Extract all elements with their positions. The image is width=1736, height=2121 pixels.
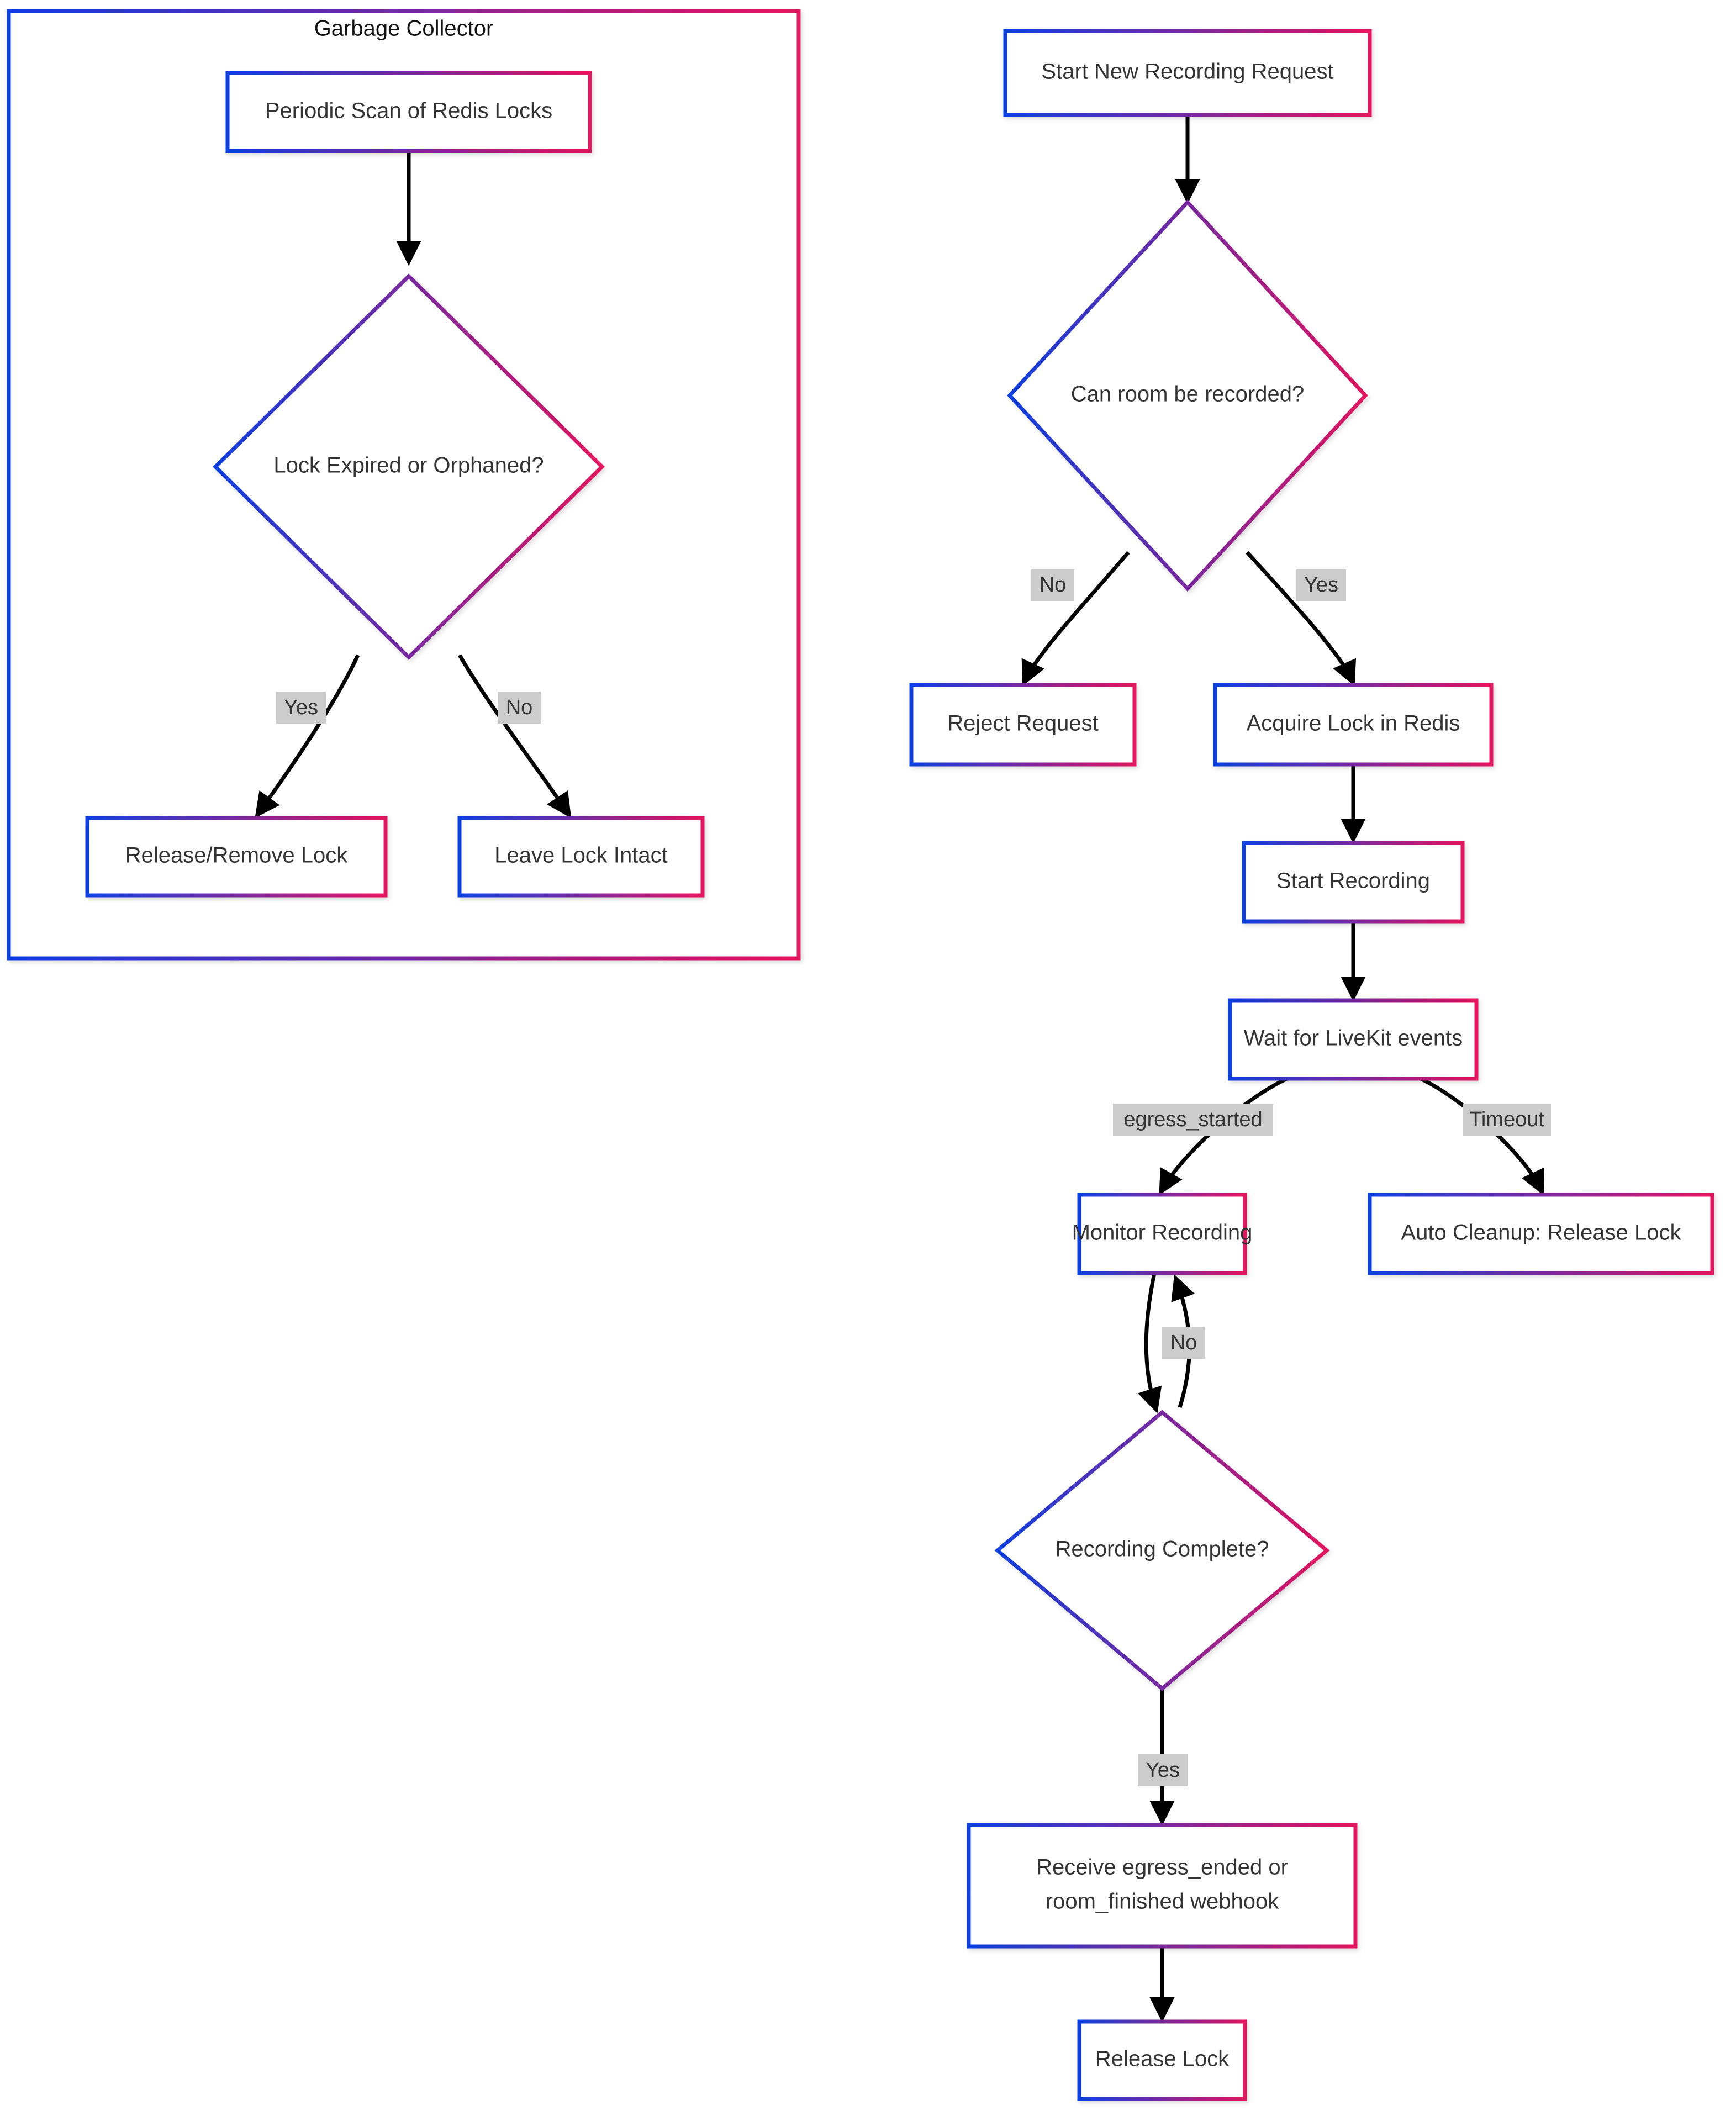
edge-label-background [1162, 1327, 1205, 1359]
edge-label-background [498, 692, 541, 724]
edge-label-lbl_no: No [1031, 569, 1074, 601]
edge-label-text: Yes [1146, 1759, 1180, 1782]
node-shape-rect [225, 71, 592, 153]
edge-canrec-to-reject [1021, 551, 1130, 687]
edge-canrec-to-acquire [1246, 551, 1356, 687]
node-gc_leave[interactable]: Leave Lock Intact [457, 816, 705, 898]
node-label: Monitor Recording [1072, 1221, 1253, 1245]
node-shape-rect [1213, 683, 1494, 767]
node-label: Recording Complete? [1056, 1537, 1269, 1561]
node-label: Start Recording [1276, 869, 1430, 893]
node-shape-rect [1077, 1193, 1247, 1275]
edge-label-lbl_yes: Yes [1296, 569, 1346, 601]
node-label: Auto Cleanup: Release Lock [1401, 1221, 1682, 1245]
edge-label-background [1031, 569, 1074, 601]
edge-label-text: egress_started [1123, 1108, 1262, 1131]
node-canrec[interactable]: Can room be recorded? [1007, 199, 1368, 592]
edge-label-text: No [1040, 573, 1067, 597]
node-label: Release/Remove Lock [125, 843, 348, 868]
node-cleanup[interactable]: Auto Cleanup: Release Lock [1368, 1193, 1714, 1275]
edge-label-background [1463, 1104, 1551, 1136]
edge-label-lbl_egress: egress_started [1113, 1104, 1273, 1136]
node-shape-rect [1077, 2019, 1247, 2101]
node-webhook[interactable]: Receive egress_ended or room_finished web… [967, 1823, 1358, 1949]
node-shape-rect [909, 683, 1137, 767]
edge-layer [255, 115, 1545, 2023]
node-label: Leave Lock Intact [494, 843, 668, 868]
edge-label-text: No [1170, 1331, 1197, 1354]
node-label: Wait for LiveKit events [1244, 1026, 1463, 1051]
node-acquire[interactable]: Acquire Lock in Redis [1213, 683, 1494, 767]
node-label: Start New Recording Request [1041, 60, 1333, 84]
edge-label-background [1113, 1104, 1273, 1136]
edge-label-text: Timeout [1469, 1108, 1544, 1131]
node-label: Lock Expired or Orphaned? [273, 453, 544, 478]
node-shape-rect [967, 1823, 1358, 1949]
node-shape-diamond [213, 273, 605, 660]
edge-label-background [276, 692, 326, 724]
node-label: Acquire Lock in Redis [1247, 711, 1460, 736]
node-relock[interactable]: Release Lock [1077, 2019, 1247, 2101]
node-shape-rect [1368, 1193, 1714, 1275]
edge-label-lbl_cm_yes: Yes [1138, 1754, 1188, 1786]
node-shape-rect [85, 816, 388, 898]
node-monitor[interactable]: Monitor Recording [1072, 1193, 1253, 1275]
node-gc_scan[interactable]: Periodic Scan of Redis Locks [225, 71, 592, 153]
edge-monitor-to-complete [1137, 1273, 1162, 1413]
edge-gc_expired-to-gc_release [255, 654, 360, 819]
node-label: Receive egress_ended or [1036, 1855, 1288, 1880]
node-label: Periodic Scan of Redis Locks [265, 99, 552, 123]
edge-label-lbl_gc_yes: Yes [276, 692, 326, 724]
node-startrec[interactable]: Start Recording [1242, 841, 1465, 924]
node-label: Can room be recorded? [1071, 382, 1304, 407]
node-reject[interactable]: Reject Request [909, 683, 1137, 767]
node-shape-diamond [1007, 199, 1368, 592]
edge-label-lbl_loop_no: No [1162, 1327, 1205, 1359]
node-shape-diamond [994, 1410, 1330, 1691]
node-shape-rect [1242, 841, 1465, 924]
edge-label-lbl_timeout: Timeout [1463, 1104, 1551, 1136]
node-gc_release[interactable]: Release/Remove Lock [85, 816, 388, 898]
edge-label-text: Yes [284, 696, 318, 719]
node-wait[interactable]: Wait for LiveKit events [1228, 998, 1479, 1081]
node-label: Release Lock [1095, 2047, 1230, 2071]
node-label: room_finished webhook [1046, 1890, 1279, 1914]
node-shape-rect [457, 816, 705, 898]
node-label: Reject Request [947, 711, 1098, 736]
edge-label-background [1138, 1754, 1188, 1786]
edge-label-text: Yes [1304, 573, 1338, 597]
edge-gc_expired-to-gc_leave [457, 654, 572, 819]
edge-label-lbl_gc_no: No [498, 692, 541, 724]
node-gc_expired[interactable]: Lock Expired or Orphaned? [213, 273, 605, 660]
edge-label-background [1296, 569, 1346, 601]
cluster-title-label: Garbage Collector [314, 17, 494, 41]
node-shape-rect [1003, 29, 1372, 117]
node-shape-rect [1228, 998, 1479, 1081]
node-complete[interactable]: Recording Complete? [994, 1410, 1330, 1691]
edge-label-text: No [506, 696, 533, 719]
node-start[interactable]: Start New Recording Request [1003, 29, 1372, 117]
